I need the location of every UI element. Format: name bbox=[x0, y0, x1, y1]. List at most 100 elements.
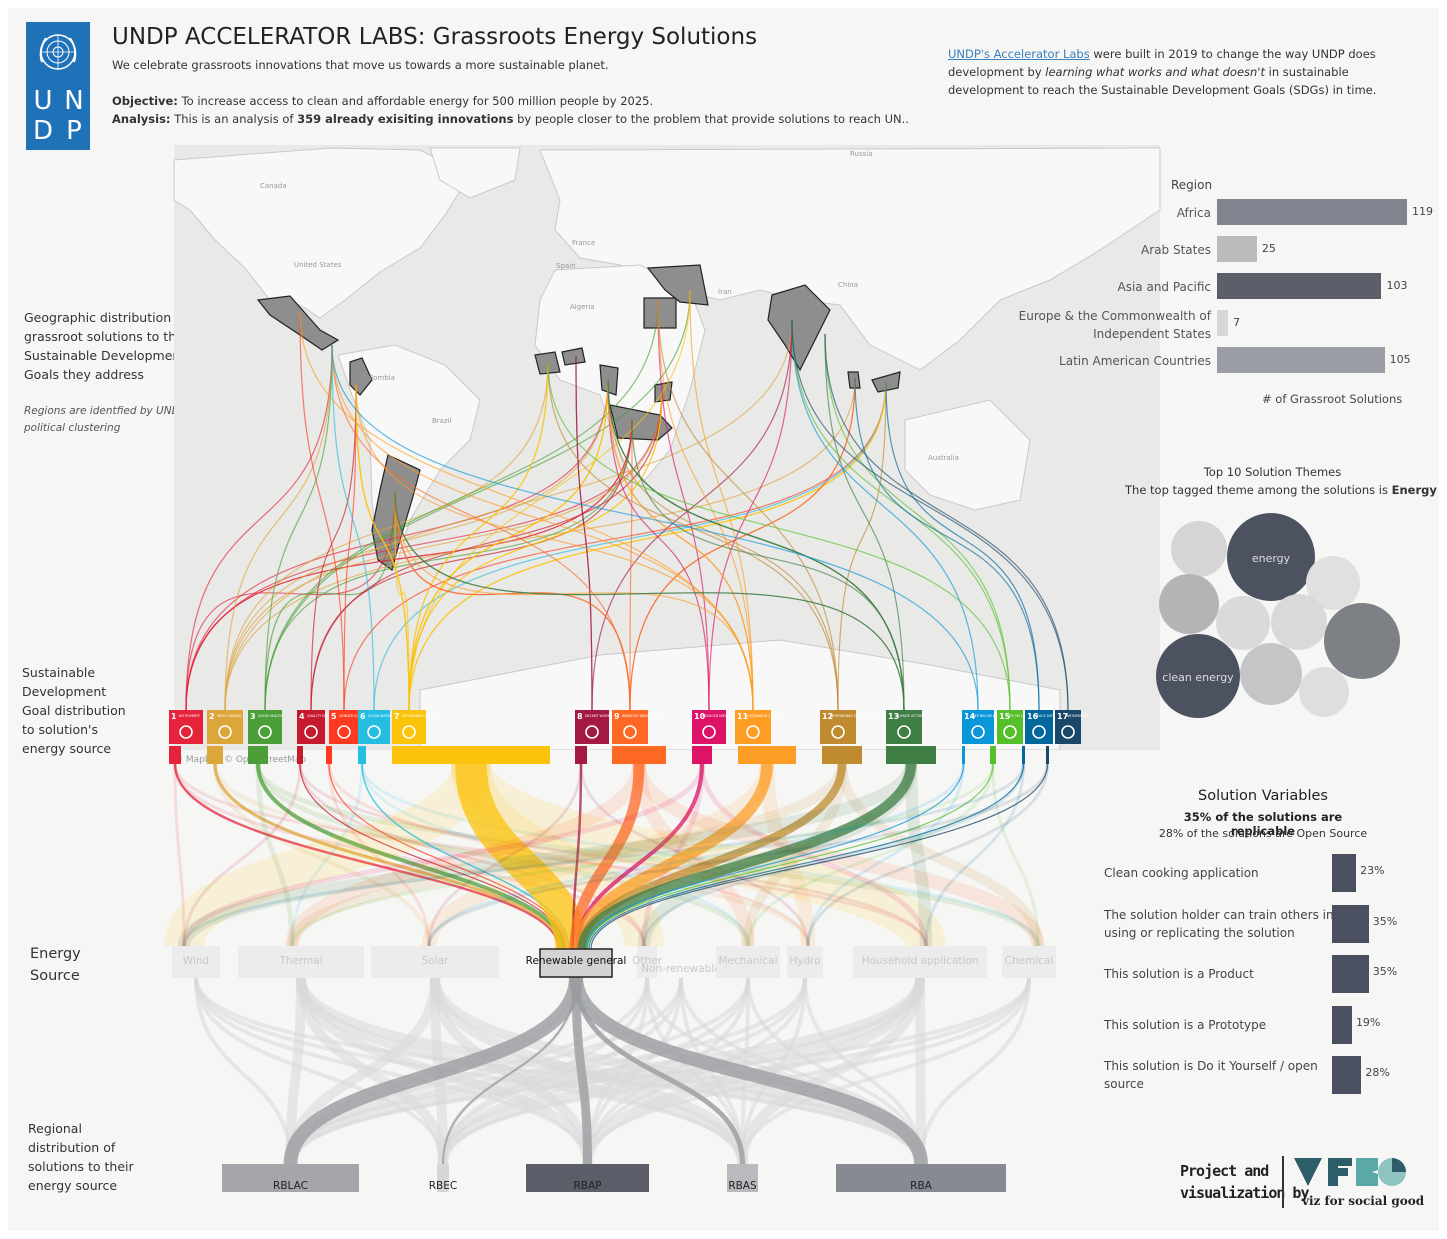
energy-source-2[interactable]: Solar bbox=[371, 946, 499, 978]
sdg-glyph-icon bbox=[179, 725, 193, 739]
accelerator-labs-link[interactable]: UNDP's Accelerator Labs bbox=[948, 47, 1090, 61]
theme-bubble[interactable] bbox=[1216, 596, 1270, 650]
country-ghana-region[interactable] bbox=[561, 347, 586, 366]
region-bar[interactable] bbox=[1217, 347, 1385, 373]
geo-flow-link bbox=[264, 491, 396, 711]
geo-flow-link bbox=[299, 311, 345, 711]
sdg-number: 6 bbox=[360, 712, 366, 721]
geo-flow-link bbox=[629, 377, 856, 711]
energy-source-3[interactable]: Renewable general bbox=[526, 948, 627, 978]
country-cameroon-region[interactable] bbox=[599, 364, 619, 396]
theme-bubble-clean-energy[interactable] bbox=[1156, 634, 1240, 718]
themes-subtitle-text: The top tagged theme among the solutions… bbox=[1125, 483, 1392, 497]
theme-bubble[interactable] bbox=[1324, 603, 1400, 679]
geo-flow-link bbox=[689, 289, 754, 711]
sankey-link-faded bbox=[287, 763, 847, 947]
country-egypt-region[interactable] bbox=[643, 297, 677, 329]
energy-source-8[interactable]: Household application bbox=[853, 946, 987, 978]
region-node-rbas[interactable]: RBAS bbox=[727, 1164, 758, 1192]
geo-note-line: political clustering bbox=[24, 422, 121, 434]
energy-source-5[interactable]: Non-renewable bbox=[641, 963, 720, 975]
sankey-link-faded bbox=[441, 977, 683, 1165]
energy-source-4[interactable]: Other bbox=[632, 946, 663, 978]
vfsg-logo-icon[interactable] bbox=[1292, 1152, 1412, 1192]
theme-bubble[interactable] bbox=[1306, 556, 1360, 610]
map-land-greenland bbox=[429, 147, 521, 199]
solution-variable-bar[interactable] bbox=[1332, 955, 1369, 993]
sankey-link-faded bbox=[255, 763, 1041, 947]
country-middle-east[interactable] bbox=[646, 264, 709, 306]
theme-bubble-energy[interactable] bbox=[1227, 513, 1315, 601]
energy-source-7[interactable]: Hydro bbox=[787, 946, 823, 978]
solution-variable-bar[interactable] bbox=[1332, 854, 1357, 892]
region-node-rba[interactable]: RBA bbox=[836, 1164, 1006, 1192]
page-title: UNDP ACCELERATOR LABS: Grassroots Energy… bbox=[112, 24, 758, 50]
sankey-link-faded bbox=[182, 763, 302, 947]
region-node-bar bbox=[222, 1164, 359, 1192]
sankey-link-faded bbox=[298, 763, 646, 947]
analysis-bold: 359 already exisiting innovations bbox=[297, 112, 514, 126]
sdg-volume-bar bbox=[1046, 746, 1049, 764]
theme-bubble[interactable] bbox=[1299, 667, 1349, 717]
solution-variable-label: This solution is a Prototype bbox=[1104, 1017, 1267, 1032]
sdg-glyph-icon bbox=[367, 725, 381, 739]
solution-variable-bar[interactable] bbox=[1332, 1005, 1352, 1044]
geo-flow-link bbox=[657, 299, 839, 711]
energy-source-label: Hydro bbox=[789, 955, 820, 967]
sdg-glyph-icon bbox=[702, 725, 716, 739]
region-bar[interactable] bbox=[1217, 236, 1257, 262]
country-mexico[interactable] bbox=[256, 295, 340, 351]
region-bar[interactable] bbox=[1217, 310, 1229, 336]
energy-source-1[interactable]: Thermal bbox=[238, 946, 364, 978]
objective-text: To increase access to clean and affordab… bbox=[181, 94, 654, 108]
region-bar[interactable] bbox=[1217, 273, 1382, 299]
theme-bubble[interactable] bbox=[1271, 594, 1327, 650]
theme-bubble[interactable] bbox=[1240, 643, 1302, 705]
solution-variable-bar[interactable] bbox=[1332, 1056, 1362, 1094]
geo-flow-link bbox=[224, 361, 549, 711]
region-bar[interactable] bbox=[1217, 199, 1407, 225]
region-node-rblac[interactable]: RBLAC bbox=[222, 1164, 359, 1192]
energy-node bbox=[238, 946, 364, 978]
sdg-number: 9 bbox=[614, 712, 620, 721]
sdg-number: 11 bbox=[737, 712, 749, 721]
theme-bubble[interactable] bbox=[1159, 574, 1219, 634]
region-node-rbec[interactable]: RBEC bbox=[429, 1164, 457, 1192]
energy-source-6[interactable]: Mechanical bbox=[716, 946, 780, 978]
sdg-short-label: QUALITY EDUCATION bbox=[307, 714, 342, 718]
country-thailand-region[interactable] bbox=[847, 371, 861, 389]
map-label-china: China bbox=[838, 281, 858, 289]
energy-source-9[interactable]: Chemical bbox=[1002, 946, 1056, 978]
analysis-line: Analysis: This is an analysis of 359 alr… bbox=[112, 112, 909, 126]
region-node-label: RBLAC bbox=[273, 1180, 308, 1192]
about-paragraph: UNDP's Accelerator Labs were built in 20… bbox=[948, 45, 1388, 99]
region-bar-row: RBLAC RBEC RBAP RBAS RBA bbox=[222, 1164, 1006, 1192]
theme-bubble[interactable] bbox=[1171, 521, 1227, 577]
energy-source-0[interactable]: Wind bbox=[172, 946, 220, 978]
sankey-link-faded bbox=[327, 763, 431, 947]
solution-variable-bar[interactable] bbox=[1332, 904, 1369, 943]
region-node-rbap[interactable]: RBAP bbox=[526, 1164, 649, 1192]
geo-flow-links bbox=[185, 289, 1069, 711]
about-text-1: were built in 2019 to change the way UND… bbox=[1089, 47, 1376, 61]
sdg-volume-bar bbox=[297, 746, 303, 764]
country-india[interactable] bbox=[767, 284, 831, 372]
